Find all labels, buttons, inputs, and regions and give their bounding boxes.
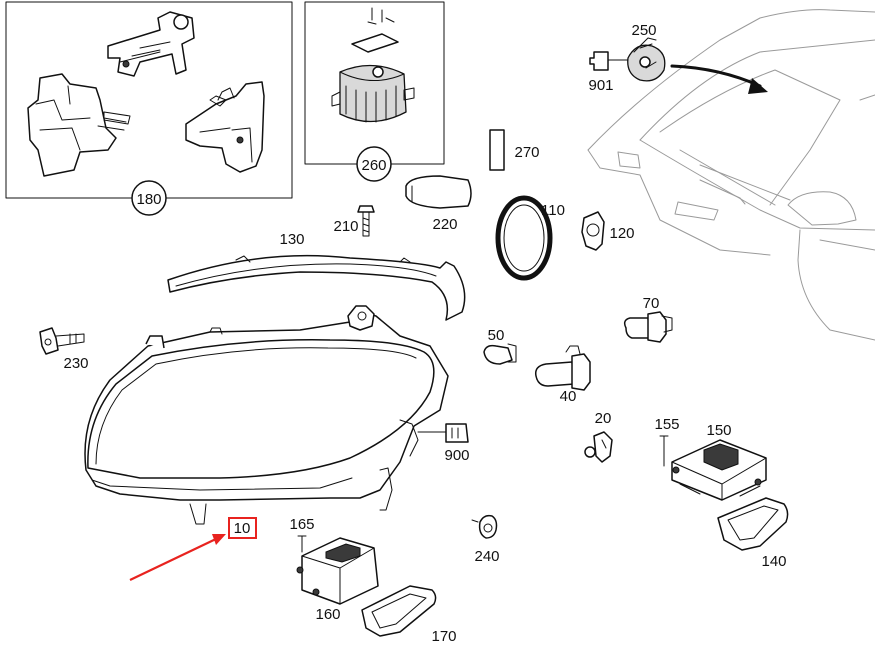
bulb-40-icon — [534, 345, 591, 391]
trim-strip-130-icon — [167, 254, 466, 321]
callout-210: 210 — [333, 218, 358, 235]
callout-20: 20 — [595, 410, 612, 427]
highlight-arrowhead — [212, 534, 226, 545]
callout-220: 220 — [432, 216, 457, 233]
bracket-kit-icon — [27, 11, 265, 177]
callout-901: 901 — [588, 77, 613, 94]
headlamp-housing-icon — [84, 305, 449, 525]
callout-165: 165 — [289, 516, 314, 533]
callout-120: 120 — [609, 225, 634, 242]
callout-40: 40 — [560, 388, 577, 405]
callout-900: 900 — [444, 447, 469, 464]
screw-210-icon — [357, 205, 375, 237]
callout-180: 180 — [136, 191, 161, 208]
connector-900-icon — [445, 423, 469, 443]
cover-cap-220-icon — [405, 175, 472, 209]
callout-70: 70 — [643, 295, 660, 312]
highlight-arrow — [129, 537, 219, 581]
location-arrowhead — [748, 78, 768, 94]
gasket-140-icon — [717, 497, 789, 551]
control-unit-160-icon — [296, 537, 379, 605]
screw-155-icon — [659, 435, 669, 467]
bulb-socket-20-icon — [584, 431, 613, 463]
screw-165-icon — [297, 535, 307, 553]
callout-160: 160 — [315, 606, 340, 623]
bulb-socket-250-icon — [627, 37, 666, 82]
callout-250: 250 — [631, 22, 656, 39]
bulb-70-icon — [623, 311, 673, 343]
callout-170: 170 — [431, 628, 456, 645]
callout-10: 10 — [234, 520, 251, 537]
gasket-170-icon — [361, 585, 437, 637]
callout-270: 270 — [514, 144, 539, 161]
callout-50: 50 — [488, 327, 505, 344]
callout-110: 110 — [541, 202, 565, 219]
callout-260: 260 — [361, 157, 386, 174]
callout-circle-180 — [131, 180, 167, 216]
connector-901-icon — [589, 51, 609, 71]
label-card-270-icon — [489, 129, 505, 171]
highlight-box-10 — [228, 517, 257, 539]
callout-150: 150 — [706, 422, 731, 439]
location-arrow — [670, 64, 762, 88]
callout-130: 130 — [279, 231, 304, 248]
control-unit-150-icon — [671, 439, 767, 501]
callout-140: 140 — [761, 553, 786, 570]
callout-155: 155 — [654, 416, 679, 433]
bulb-holder-120-icon — [581, 211, 605, 251]
callout-230: 230 — [63, 355, 88, 372]
callout-circle-260 — [356, 146, 392, 182]
bolt-230-icon — [39, 327, 85, 355]
bezel-ring-110-icon — [495, 195, 553, 281]
bulb-50-icon — [483, 343, 517, 365]
leveling-motor-icon — [331, 7, 415, 123]
nut-240-icon — [471, 514, 498, 539]
vehicle-outline — [587, 9, 875, 341]
callout-240: 240 — [474, 548, 499, 565]
